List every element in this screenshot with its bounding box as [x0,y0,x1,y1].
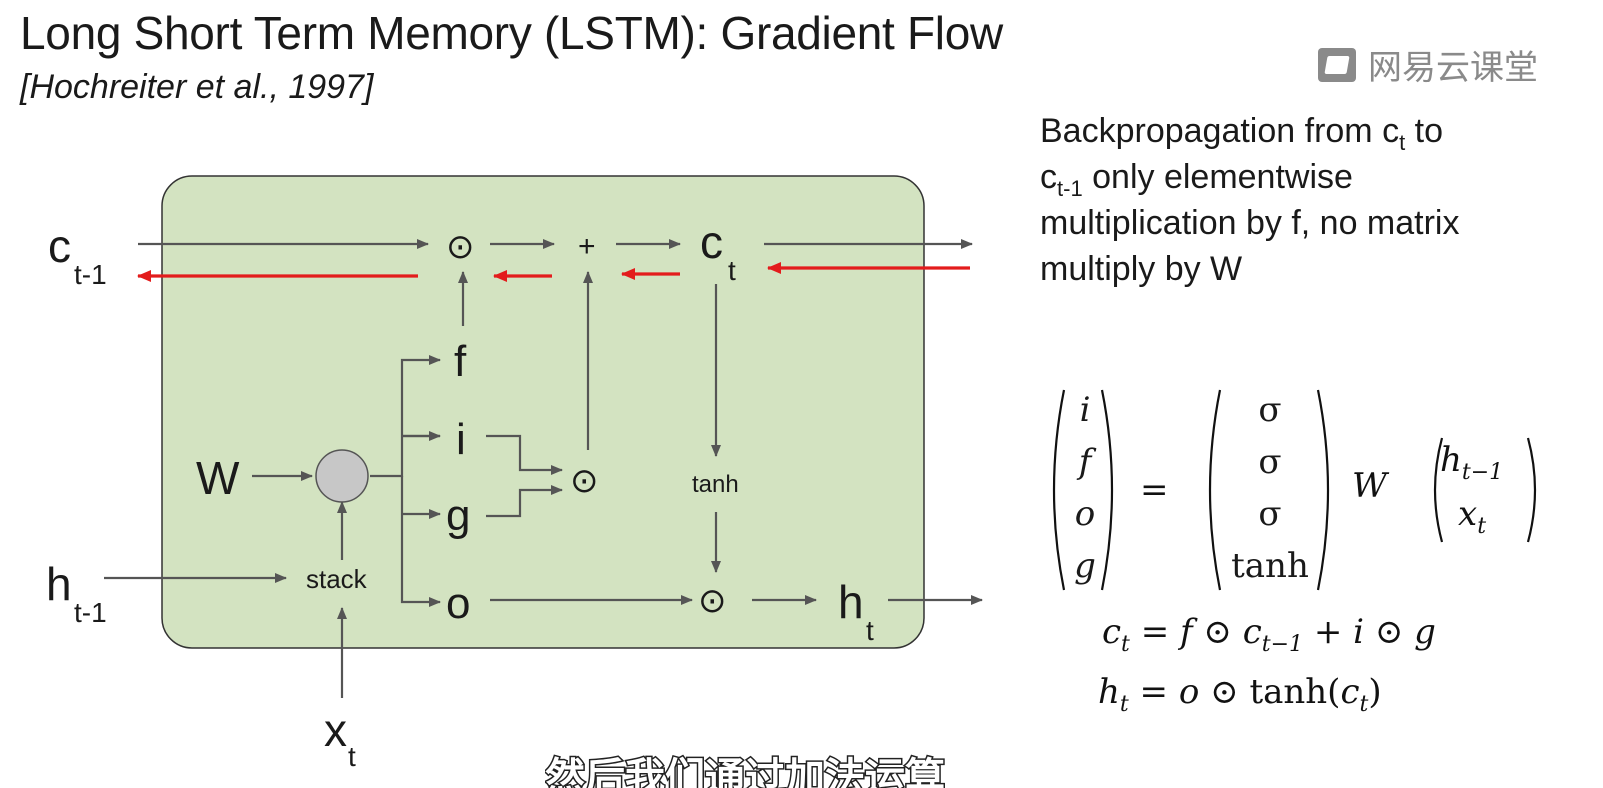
matrix-brackets [1052,389,1537,591]
note-line1-sub: t [1399,130,1406,155]
act-tanh: tanh [1231,546,1309,586]
lstm-diagram: c t-1 c t ⊙ + f i g o ⊙ tanh ⊙ W stack h… [46,175,983,772]
citation: [Hochreiter et al., 1997] [20,68,374,106]
gate-o: o [446,579,470,628]
c-prev-label: c [48,220,71,272]
add-node: + [578,230,596,263]
stack-node [315,449,369,503]
vec-g: g [1074,546,1096,586]
note-line3: multiplication by f, no matrix [1040,204,1460,242]
ct-odot-2: ⊙ [1364,612,1415,652]
vec-i: i [1079,390,1091,430]
note-line1-end: to [1405,112,1444,150]
h-t-sub: t [866,615,874,646]
lstm-cell-box [161,175,925,649]
weight-w: W [1352,466,1387,506]
act-sigma-1: σ [1258,390,1282,430]
vec-h: ht−1 [1440,440,1503,484]
ht-odot: ⊙ [1199,672,1250,712]
ht-o: o [1178,672,1200,712]
ct-g: g [1414,612,1436,652]
ht-c-sub: t [1359,692,1369,717]
vec-h-sub: t−1 [1461,460,1504,485]
act-sigma-2: σ [1258,442,1282,482]
act-sigma-3: σ [1258,494,1282,534]
vec-x-sub: t [1477,514,1487,539]
ct-eq: = [1129,612,1180,652]
ht-tanh: tanh( [1249,672,1341,712]
vec-x-letter: x [1458,494,1478,534]
c-t-label: c [700,216,723,268]
vec-o: o [1074,494,1096,534]
w-label: W [196,452,240,504]
note-line1-text: Backpropagation from c [1040,112,1400,150]
output-mult-node: ⊙ [698,582,727,620]
h-prev-sub: t-1 [74,597,107,628]
h-prev-label: h [46,558,72,610]
gradient-note: Backpropagation from ct to ct-1 only ele… [1040,108,1560,292]
hidden-update-equation: ht = o ⊙ tanh(ct) [1098,672,1382,716]
note-line2-sub: t-1 [1057,176,1083,201]
gate-g: g [446,491,470,540]
ht-lhs: h [1098,672,1120,712]
x-t-label: x [324,704,347,756]
ct-c-sub: t−1 [1261,632,1304,657]
gradient-arrows [137,262,970,282]
ht-c: c [1340,672,1360,712]
ht-close: ) [1368,672,1382,712]
h-t-label: h [838,576,864,628]
input-mult-node: ⊙ [570,462,599,500]
ct-plus: + [1303,612,1354,652]
ct-lhs-sub: t [1121,632,1130,657]
equals-sign: = [1140,470,1169,510]
forward-arrows [104,239,983,698]
ct-i: i [1353,612,1365,652]
video-subtitle: 然后我们通过加法运算 [545,755,945,788]
slide-title: Long Short Term Memory (LSTM): Gradient … [20,7,1003,59]
vec-x: xt [1458,494,1486,538]
ct-c: c [1242,612,1262,652]
stack-label: stack [306,564,368,594]
tanh-node: tanh [692,471,739,498]
forget-mult-node: ⊙ [446,228,475,266]
cell-update-equation: ct = f ⊙ ct−1 + i ⊙ g [1102,612,1436,656]
c-prev-sub: t-1 [74,259,107,290]
note-line2-text: c [1040,158,1057,196]
activation-vector: σ σ σ tanh [1222,384,1318,592]
gate-vector: i f o g [1070,384,1100,592]
gate-f: f [454,337,467,386]
watermark-logo: 网易云课堂 [1318,40,1538,89]
ct-f: f [1180,612,1193,652]
note-line2-end: only elementwise [1082,158,1353,196]
gate-i: i [456,415,466,464]
watermark-icon [1318,47,1356,82]
ht-eq: = [1128,672,1179,712]
watermark-text: 网易云课堂 [1368,48,1538,88]
note-line4: multiply by W [1040,250,1243,288]
ct-odot-1: ⊙ [1192,612,1243,652]
vec-f: f [1078,442,1092,482]
ht-lhs-sub: t [1119,692,1129,717]
ct-lhs: c [1102,612,1122,652]
x-t-sub: t [348,741,356,772]
c-t-sub: t [728,255,736,286]
vec-h-letter: h [1440,440,1462,480]
